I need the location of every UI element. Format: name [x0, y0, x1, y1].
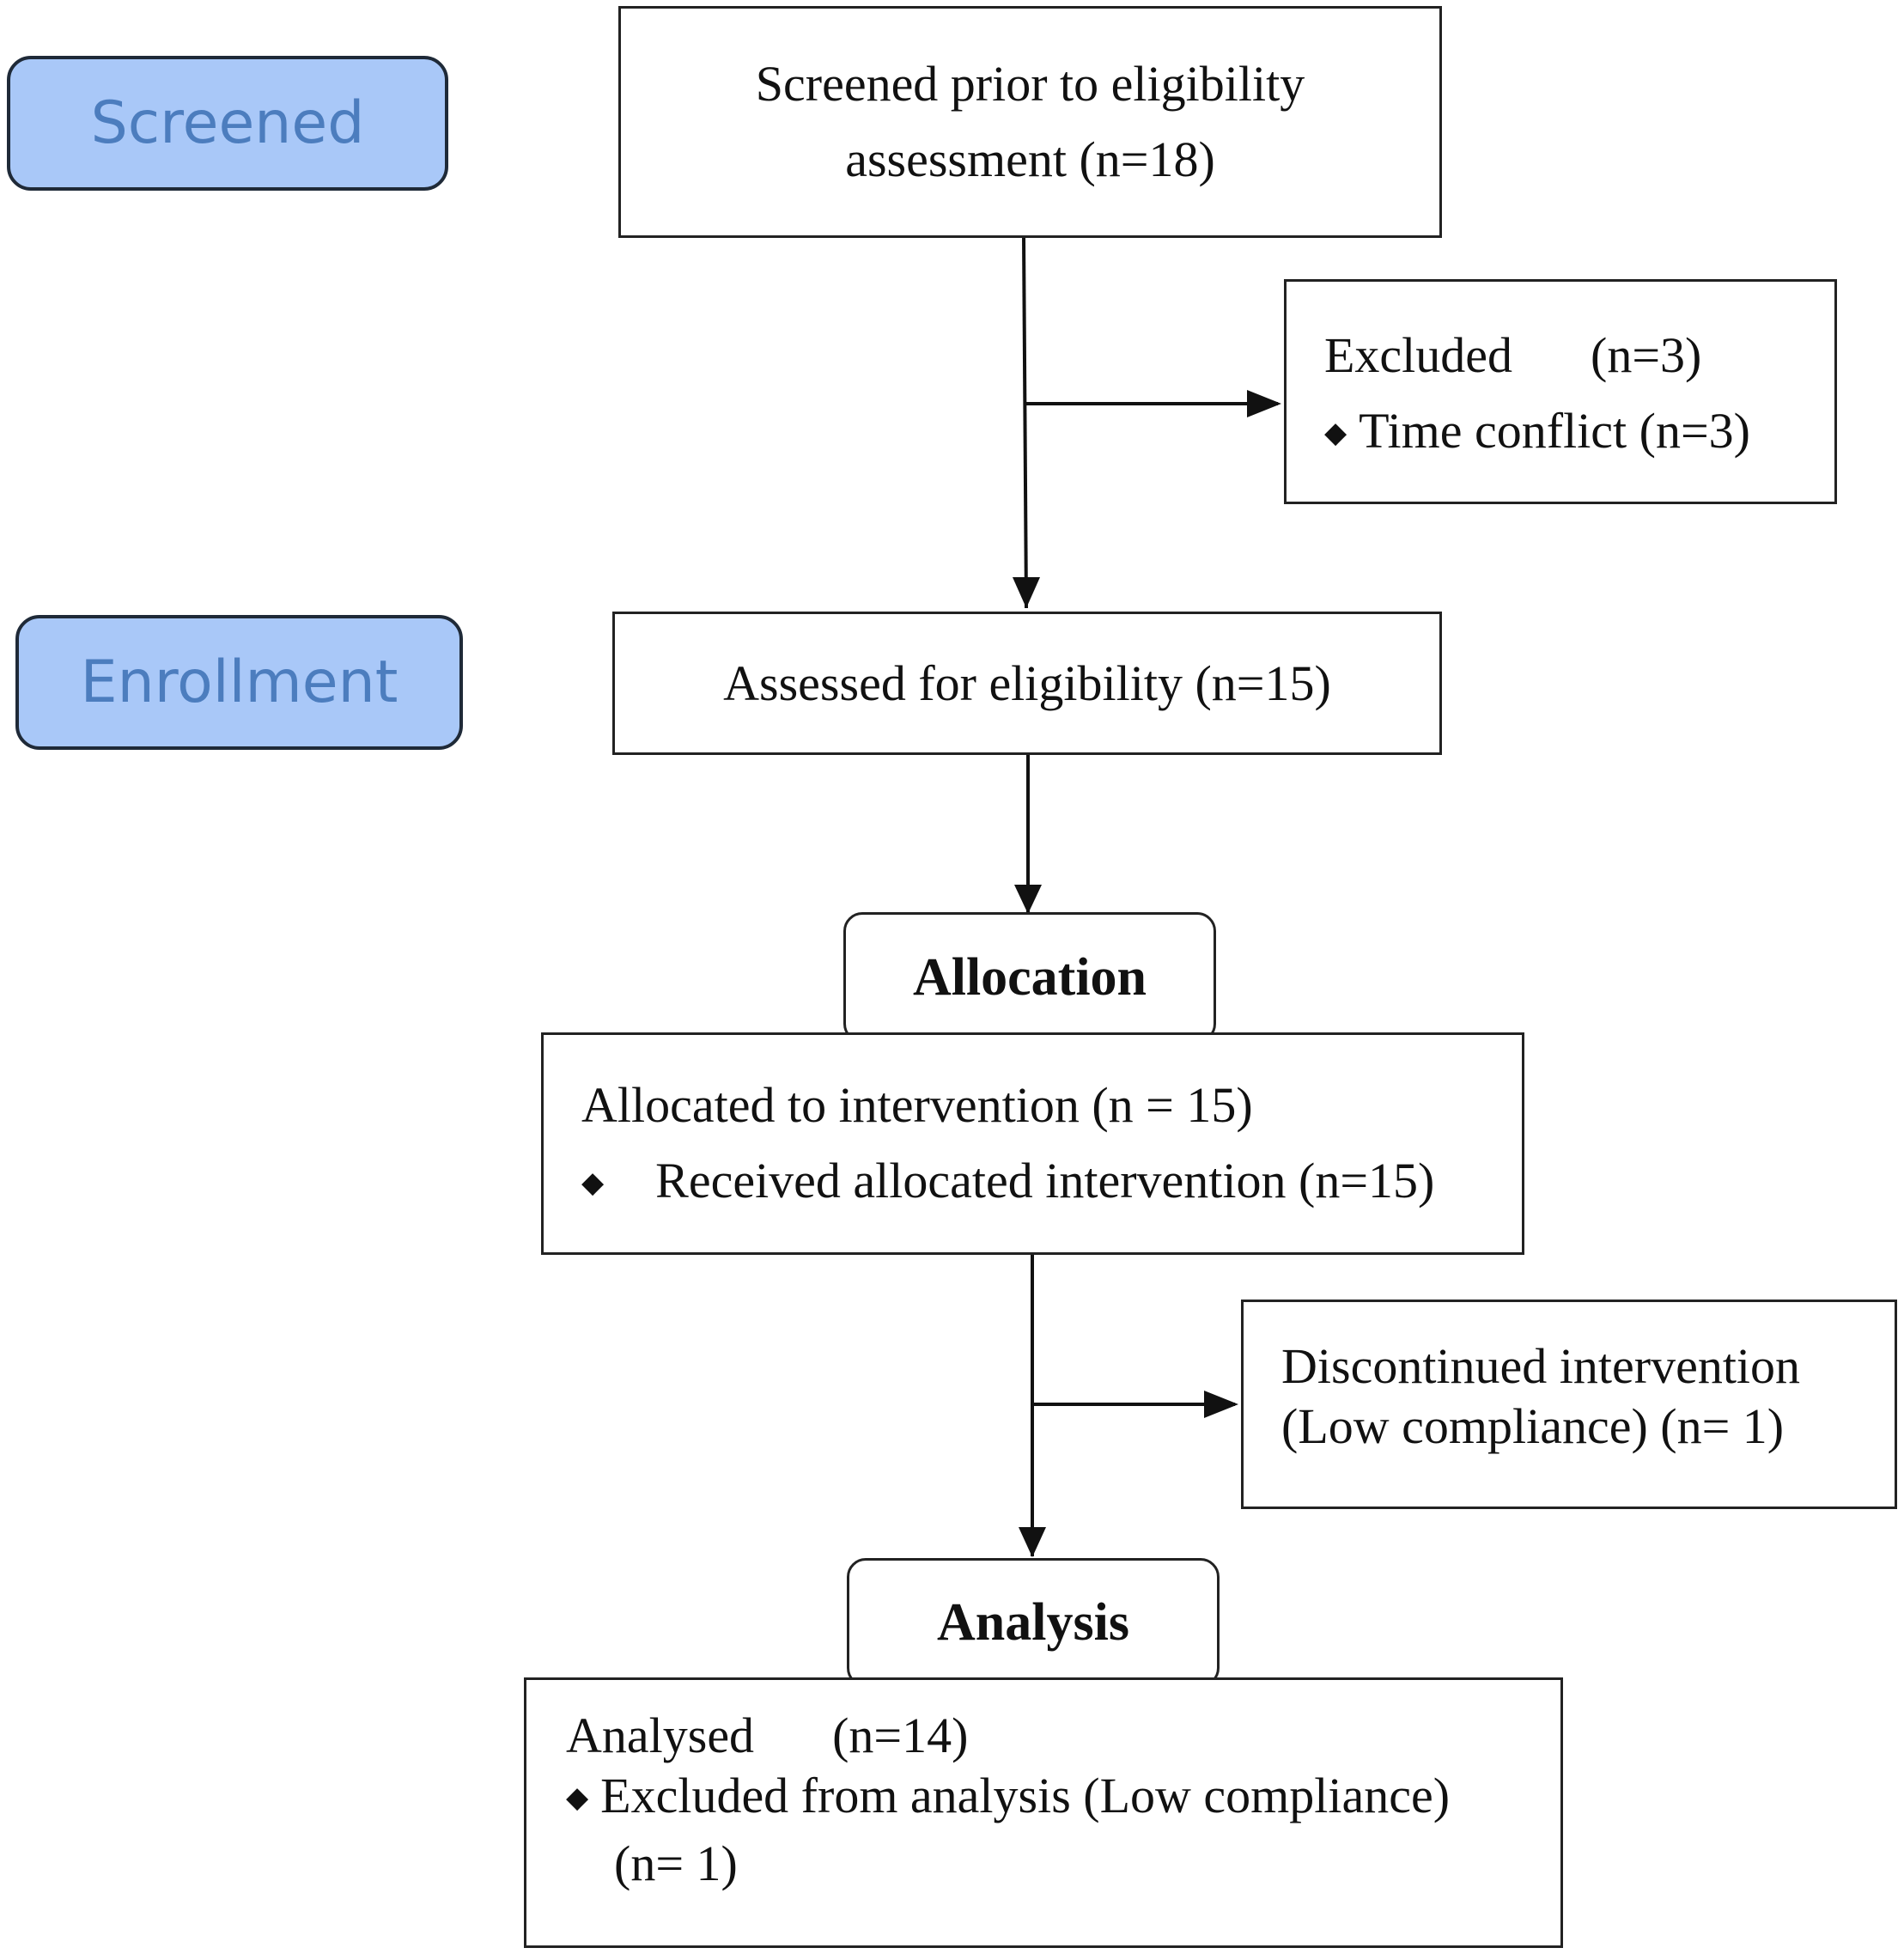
analysed-count: (n=14)	[832, 1707, 969, 1763]
phase-label-enrollment: Enrollment	[15, 615, 463, 750]
arrowhead-analysis	[1019, 1527, 1046, 1557]
excluded-bullet-row: ◆ Time conflict (n=3)	[1324, 393, 1834, 477]
discontinued-line2: (Low compliance) (n= 1)	[1281, 1398, 1785, 1454]
excluded-box: Excluded (n=3) ◆ Time conflict (n=3)	[1284, 279, 1837, 504]
assessed-text: Assessed for eligibility (n=15)	[723, 654, 1331, 711]
allocation-stage-label: Allocation	[912, 947, 1147, 1007]
screened-prior-box: Screened prior to eligibility assessment…	[618, 6, 1442, 238]
analysed-title: Analysed	[566, 1707, 755, 1763]
screened-prior-line2: assessment (n=18)	[845, 131, 1215, 187]
phase-label-screened: Screened	[7, 56, 448, 191]
excluded-count: (n=3)	[1591, 327, 1702, 383]
arrowhead-assessed	[1013, 577, 1040, 608]
analysed-box: Analysed (n=14) ◆ Excluded from analysis…	[524, 1677, 1563, 1948]
analysis-stage-box: Analysis	[847, 1558, 1220, 1687]
discontinued-box: Discontinued intervention (Low complianc…	[1241, 1300, 1897, 1509]
analysed-title-row: Analysed (n=14)	[566, 1706, 1560, 1766]
arrowhead-allocation	[1014, 885, 1042, 914]
bullet-diamond-icon: ◆	[1324, 417, 1347, 449]
arrowhead-discontinued	[1204, 1391, 1238, 1418]
phase-label-screened-text: Screened	[90, 89, 365, 157]
allocated-received: Received allocated intervention (n=15)	[655, 1153, 1435, 1208]
discontinued-line1: Discontinued intervention	[1281, 1338, 1801, 1394]
bullet-diamond-icon: ◆	[581, 1167, 605, 1199]
arrowhead-excluded	[1247, 390, 1281, 417]
allocation-stage-box: Allocation	[843, 912, 1216, 1043]
analysed-excluded-count: (n= 1)	[614, 1835, 738, 1891]
arrow-screened-to-assessed	[1022, 235, 1028, 609]
excluded-title-row: Excluded (n=3)	[1324, 318, 1834, 393]
allocated-box: Allocated to intervention (n = 15) ◆ Rec…	[541, 1032, 1524, 1255]
assessed-box: Assessed for eligibility (n=15)	[612, 612, 1442, 755]
allocated-title: Allocated to intervention (n = 15)	[581, 1077, 1253, 1133]
analysis-stage-label: Analysis	[937, 1592, 1129, 1652]
analysed-bullet-row: ◆ Excluded from analysis (Low compliance…	[566, 1766, 1560, 1834]
screened-prior-line1: Screened prior to eligibility	[755, 56, 1305, 112]
excluded-reason: Time conflict (n=3)	[1359, 403, 1750, 459]
bullet-diamond-icon: ◆	[566, 1782, 589, 1814]
analysed-excluded-reason: Excluded from analysis (Low compliance)	[600, 1768, 1451, 1823]
allocated-bullet-row: ◆ Received allocated intervention (n=15)	[581, 1143, 1522, 1227]
phase-label-enrollment-text: Enrollment	[80, 648, 398, 716]
excluded-title: Excluded	[1324, 327, 1513, 383]
